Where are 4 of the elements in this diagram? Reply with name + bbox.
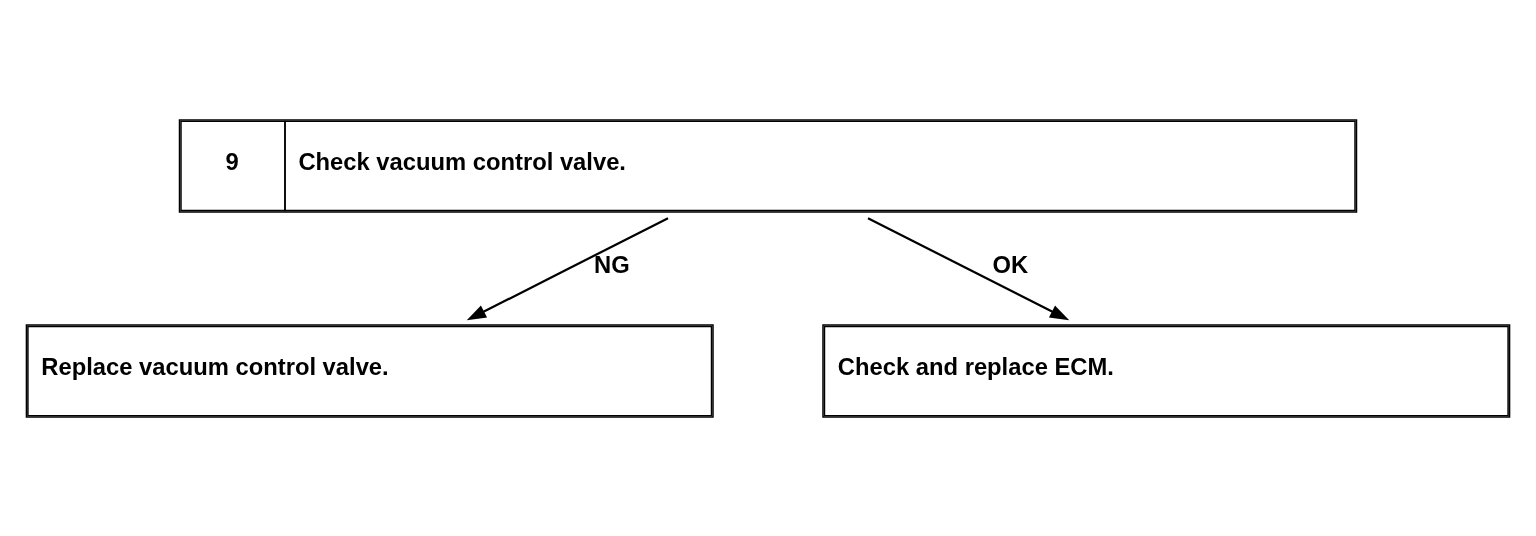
arrow — [466, 216, 669, 320]
edge-label: OK — [992, 250, 1029, 278]
arrow — [867, 216, 1070, 320]
edge-label: NG — [594, 250, 630, 278]
